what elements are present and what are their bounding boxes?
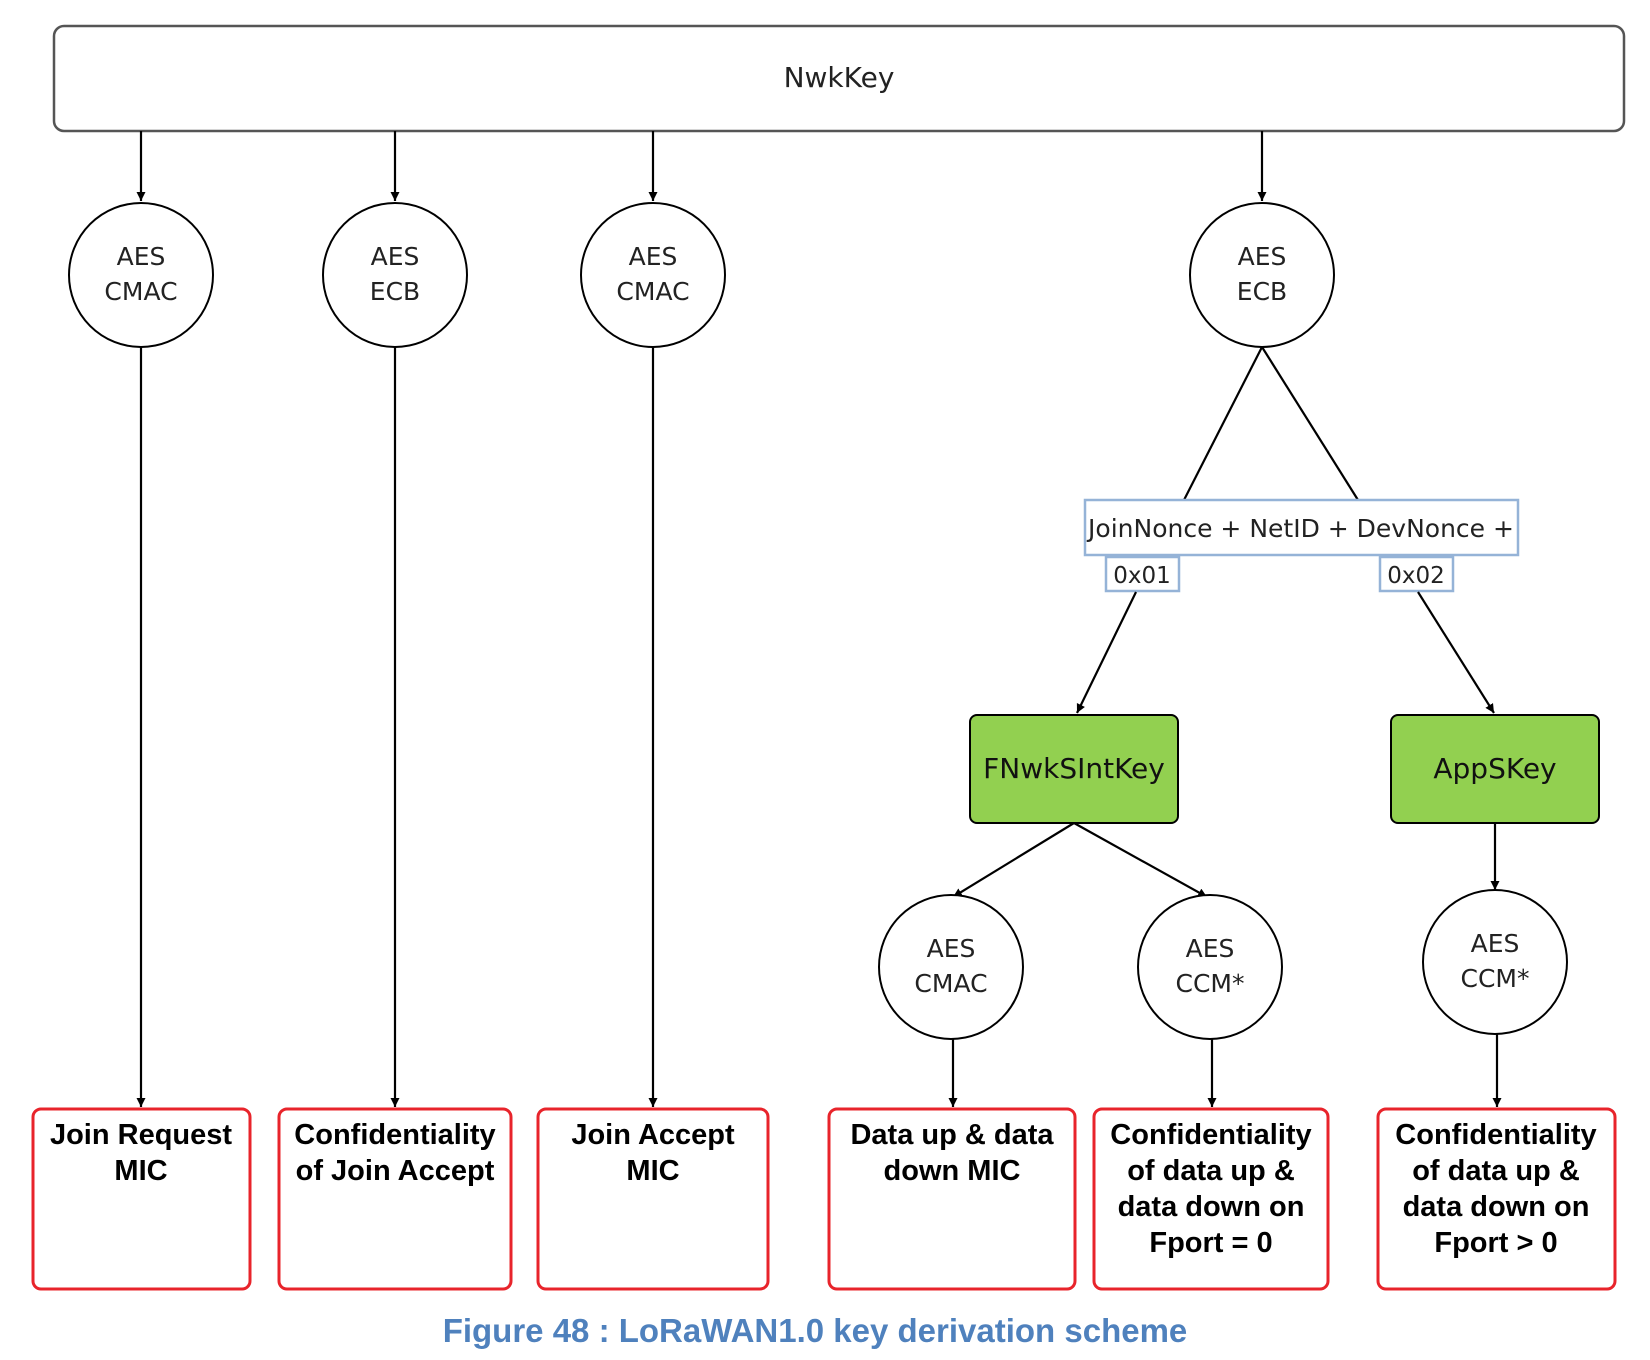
aes-cmac-node-1-line1: AES: [117, 242, 166, 271]
aes-ccm-node-2-line2: CCM*: [1461, 964, 1530, 993]
output-3-line2: MIC: [626, 1155, 679, 1187]
aes-cmac-node-3: AES CMAC: [878, 894, 1024, 1040]
fnwksintkey-box: FNwkSIntKey: [969, 714, 1179, 824]
edge-k1-to-a6: [1073, 822, 1208, 898]
appskey-box: AppSKey: [1390, 714, 1600, 824]
output-data-confidentiality-fport0: Confidentiality of data up & data down o…: [1092, 1107, 1330, 1291]
aes-ccm-node-1-line2: CCM*: [1176, 969, 1245, 998]
output-2-line2: of Join Accept: [296, 1155, 495, 1187]
output-6-line3: data down on: [1403, 1191, 1590, 1223]
aes-cmac-node-3-line2: CMAC: [914, 969, 987, 998]
aes-cmac-node-2-line2: CMAC: [616, 277, 689, 306]
suffix-0x01-box: 0x01: [1104, 555, 1181, 593]
edge-a4-to-input-left: [1183, 346, 1263, 501]
output-4-line2: down MIC: [884, 1155, 1021, 1187]
output-data-confidentiality-fport-gt0: Confidentiality of data up & data down o…: [1376, 1107, 1617, 1291]
aes-ccm-node-2-line1: AES: [1471, 929, 1520, 958]
aes-ecb-node-1-line1: AES: [371, 242, 420, 271]
suffix-0x02-box: 0x02: [1378, 555, 1455, 593]
aes-ecb-node-1-line2: ECB: [370, 277, 420, 306]
output-6-line4: Fport > 0: [1434, 1227, 1557, 1259]
nwkkey-root-box: NwkKey: [52, 24, 1626, 133]
output-1-line2: MIC: [114, 1155, 167, 1187]
aes-ccm-node-2: AES CCM*: [1422, 889, 1568, 1035]
appskey-label: AppSKey: [1433, 752, 1556, 785]
output-6-line1: Confidentiality: [1395, 1119, 1596, 1151]
aes-ecb-node-2-line2: ECB: [1237, 277, 1287, 306]
aes-ccm-node-1-line1: AES: [1186, 934, 1235, 963]
output-data-mic: Data up & data down MIC: [827, 1107, 1077, 1291]
aes-cmac-node-1: AES CMAC: [68, 202, 214, 348]
aes-ccm-node-1: AES CCM*: [1137, 894, 1283, 1040]
derivation-input-label: JoinNonce + NetID + DevNonce +: [1086, 514, 1514, 543]
edge-a4-to-input-right: [1261, 346, 1359, 501]
output-4-line1: Data up & data: [850, 1119, 1054, 1151]
edge-input-to-k2: [1417, 591, 1495, 714]
aes-ecb-node-2: AES ECB: [1189, 202, 1335, 348]
fnwksintkey-label: FNwkSIntKey: [983, 752, 1165, 785]
suffix-0x02-label: 0x02: [1387, 563, 1445, 589]
output-5-line3: data down on: [1118, 1191, 1305, 1223]
aes-cmac-node-2: AES CMAC: [580, 202, 726, 348]
aes-ecb-node-1: AES ECB: [322, 202, 468, 348]
aes-cmac-node-1-line2: CMAC: [104, 277, 177, 306]
derivation-input-box: JoinNonce + NetID + DevNonce +: [1083, 498, 1520, 557]
output-join-request-mic: Join Request MIC: [31, 1107, 252, 1291]
output-3-line1: Join Accept: [571, 1119, 735, 1151]
figure-caption: Figure 48 : LoRaWAN1.0 key derivation sc…: [443, 1312, 1188, 1349]
output-6-line2: of data up &: [1412, 1155, 1580, 1187]
suffix-0x01-label: 0x01: [1113, 563, 1171, 589]
edge-input-to-k1: [1076, 591, 1137, 714]
output-5-line4: Fport = 0: [1149, 1227, 1272, 1259]
output-join-accept-mic: Join Accept MIC: [536, 1107, 770, 1291]
aes-cmac-node-2-line1: AES: [629, 242, 678, 271]
output-1-line1: Join Request: [50, 1119, 232, 1151]
edge-k1-to-a5: [952, 822, 1075, 898]
output-2-line1: Confidentiality: [294, 1119, 495, 1151]
aes-ecb-node-2-line1: AES: [1238, 242, 1287, 271]
output-5-line1: Confidentiality: [1110, 1119, 1311, 1151]
aes-cmac-node-3-line1: AES: [927, 934, 976, 963]
nwkkey-label: NwkKey: [784, 61, 895, 94]
output-join-accept-confidentiality: Confidentiality of Join Accept: [277, 1107, 513, 1291]
output-5-line2: of data up &: [1127, 1155, 1295, 1187]
